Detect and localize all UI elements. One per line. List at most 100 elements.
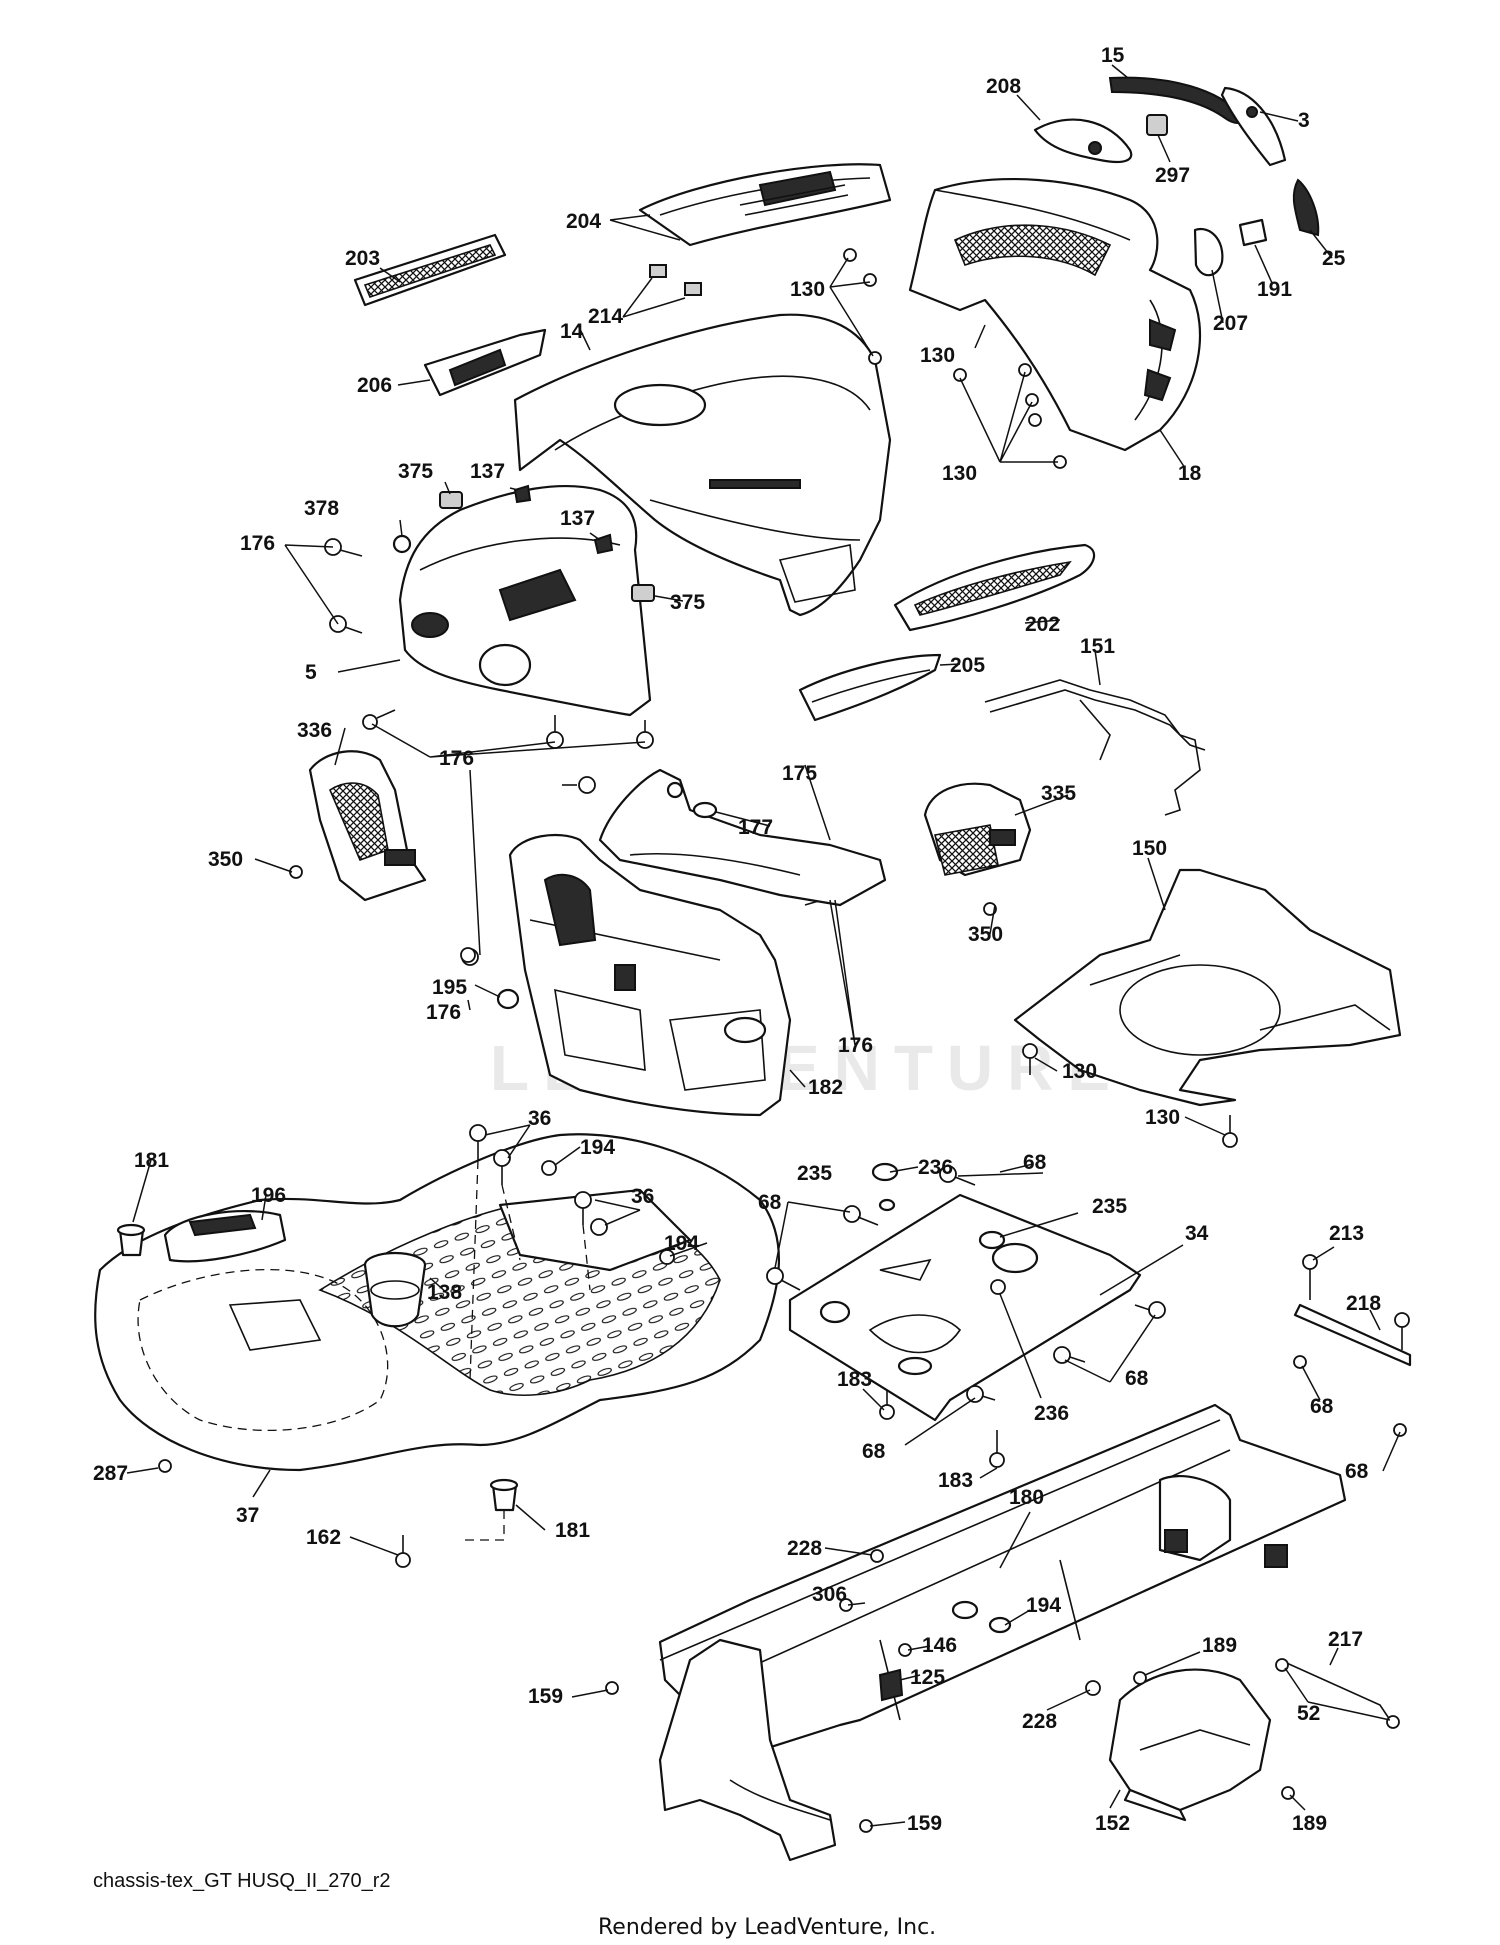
part-14-hood bbox=[513, 313, 892, 617]
callout-label: 130 bbox=[790, 278, 825, 301]
part-350-screw-right bbox=[983, 902, 997, 916]
part-177-grommet bbox=[692, 801, 718, 819]
part-18-front-nose bbox=[908, 178, 1202, 452]
callout-label: 18 bbox=[1178, 462, 1202, 485]
callout-label: 228 bbox=[787, 1537, 822, 1560]
callout-label: 5 bbox=[305, 661, 317, 684]
rendered-by-credit: Rendered by LeadVenture, Inc. bbox=[598, 1915, 936, 1940]
part-25-bracket bbox=[1292, 178, 1320, 237]
part-378-grommet bbox=[392, 534, 412, 554]
callout-label: 68 bbox=[1310, 1395, 1334, 1418]
callout-label: 68 bbox=[862, 1440, 886, 1463]
callout-label: 375 bbox=[398, 460, 433, 483]
callout-label: 159 bbox=[528, 1685, 563, 1708]
callout-label: 25 bbox=[1322, 247, 1346, 270]
callout-label: 336 bbox=[297, 719, 332, 742]
callout-label: 194 bbox=[580, 1136, 615, 1159]
part-152-battery-tray bbox=[1108, 1668, 1272, 1822]
callout-label: 228 bbox=[1022, 1710, 1057, 1733]
callout-label: 162 bbox=[306, 1526, 341, 1549]
part-336-side-panel bbox=[308, 750, 427, 902]
callout-label: 236 bbox=[1034, 1402, 1069, 1425]
callout-label: 14 bbox=[560, 320, 584, 343]
callout-label: 378 bbox=[304, 497, 339, 520]
callout-label: 306 bbox=[812, 1583, 847, 1606]
callout-label: 350 bbox=[968, 923, 1003, 946]
part-181-bumper-right bbox=[489, 1478, 519, 1512]
callout-label: 137 bbox=[470, 460, 505, 483]
callout-label: 183 bbox=[938, 1469, 973, 1492]
callout-label: 37 bbox=[236, 1504, 259, 1527]
callout-label: 177 bbox=[738, 816, 773, 839]
callout-label: 176 bbox=[838, 1034, 873, 1057]
callout-label: 202 bbox=[1025, 613, 1060, 636]
callout-label: 205 bbox=[950, 654, 985, 677]
callout-label: 204 bbox=[566, 210, 601, 233]
callout-label: 196 bbox=[251, 1184, 286, 1207]
part-208-headlight-housing bbox=[1033, 118, 1133, 164]
part-204-hood-top bbox=[638, 163, 892, 247]
callout-label: 235 bbox=[797, 1162, 832, 1185]
callout-label: 194 bbox=[664, 1232, 699, 1255]
part-203-light-lens bbox=[353, 233, 507, 307]
callout-label: 182 bbox=[808, 1076, 843, 1099]
part-180-frame bbox=[658, 1403, 1347, 1862]
callout-label: 287 bbox=[93, 1462, 128, 1485]
callout-label: 180 bbox=[1009, 1486, 1044, 1509]
callout-label: 130 bbox=[920, 344, 955, 367]
fasteners-130-floor bbox=[1022, 1043, 1238, 1148]
callout-label: 236 bbox=[918, 1156, 953, 1179]
drawing-id-label: chassis-tex_GT HUSQ_II_270_r2 bbox=[93, 1870, 391, 1892]
callout-label: 68 bbox=[1345, 1460, 1369, 1483]
part-375-clip-top bbox=[439, 491, 463, 509]
callout-label: 375 bbox=[670, 591, 705, 614]
callout-label: 189 bbox=[1292, 1812, 1327, 1835]
callout-label: 214 bbox=[588, 305, 623, 328]
callout-label: 36 bbox=[631, 1185, 654, 1208]
callout-label: 297 bbox=[1155, 164, 1190, 187]
callout-label: 52 bbox=[1297, 1702, 1320, 1725]
callout-label: 68 bbox=[758, 1191, 782, 1214]
callout-label: 176 bbox=[439, 747, 474, 770]
part-205-dash-trim bbox=[798, 653, 942, 722]
callout-label: 15 bbox=[1101, 44, 1125, 67]
callout-label: 217 bbox=[1328, 1628, 1363, 1651]
part-297-clip bbox=[1146, 114, 1168, 136]
callout-label: 36 bbox=[528, 1107, 551, 1130]
frame-fasteners bbox=[605, 1549, 1101, 1833]
leader-lines bbox=[126, 64, 1401, 1827]
callout-label: 195 bbox=[432, 976, 467, 999]
callout-label: 335 bbox=[1041, 782, 1076, 805]
callout-label: 138 bbox=[427, 1281, 462, 1304]
callout-label: 206 bbox=[357, 374, 392, 397]
callout-label: 350 bbox=[208, 848, 243, 871]
callout-label: 3 bbox=[1298, 109, 1310, 132]
callout-label: 176 bbox=[426, 1001, 461, 1024]
callout-label: 207 bbox=[1213, 312, 1248, 335]
part-34-mounting-plate bbox=[788, 1193, 1142, 1422]
part-175-bracket bbox=[598, 768, 887, 907]
callout-label: 175 bbox=[782, 762, 817, 785]
dashed-guides-deck bbox=[465, 1159, 591, 1541]
callout-label: 151 bbox=[1080, 635, 1115, 658]
part-151-bracket bbox=[984, 679, 1206, 816]
part-196-tray bbox=[163, 1209, 287, 1263]
part-181-bumper-left bbox=[116, 1223, 146, 1257]
callout-label: 194 bbox=[1026, 1594, 1061, 1617]
callout-label: 130 bbox=[1145, 1106, 1180, 1129]
part-335-side-panel bbox=[923, 782, 1032, 877]
callout-label: 34 bbox=[1185, 1222, 1209, 1245]
callout-label: 146 bbox=[922, 1634, 957, 1657]
callout-label: 181 bbox=[555, 1519, 590, 1542]
callout-label: 235 bbox=[1092, 1195, 1127, 1218]
fasteners-287-162 bbox=[158, 1459, 411, 1568]
part-206-dash-insert bbox=[423, 328, 547, 397]
part-375-clip-bottom bbox=[631, 584, 655, 602]
callout-label: 159 bbox=[907, 1812, 942, 1835]
part-207-headlight bbox=[1193, 227, 1224, 277]
part-138-boot bbox=[363, 1251, 427, 1328]
fasteners-36-194 bbox=[469, 1124, 675, 1265]
part-15-grille-trim bbox=[1108, 76, 1243, 124]
callout-labels: 15 208 3 297 25 191 207 204 203 214 130 … bbox=[93, 44, 1381, 1835]
callout-label: 130 bbox=[1062, 1060, 1097, 1083]
